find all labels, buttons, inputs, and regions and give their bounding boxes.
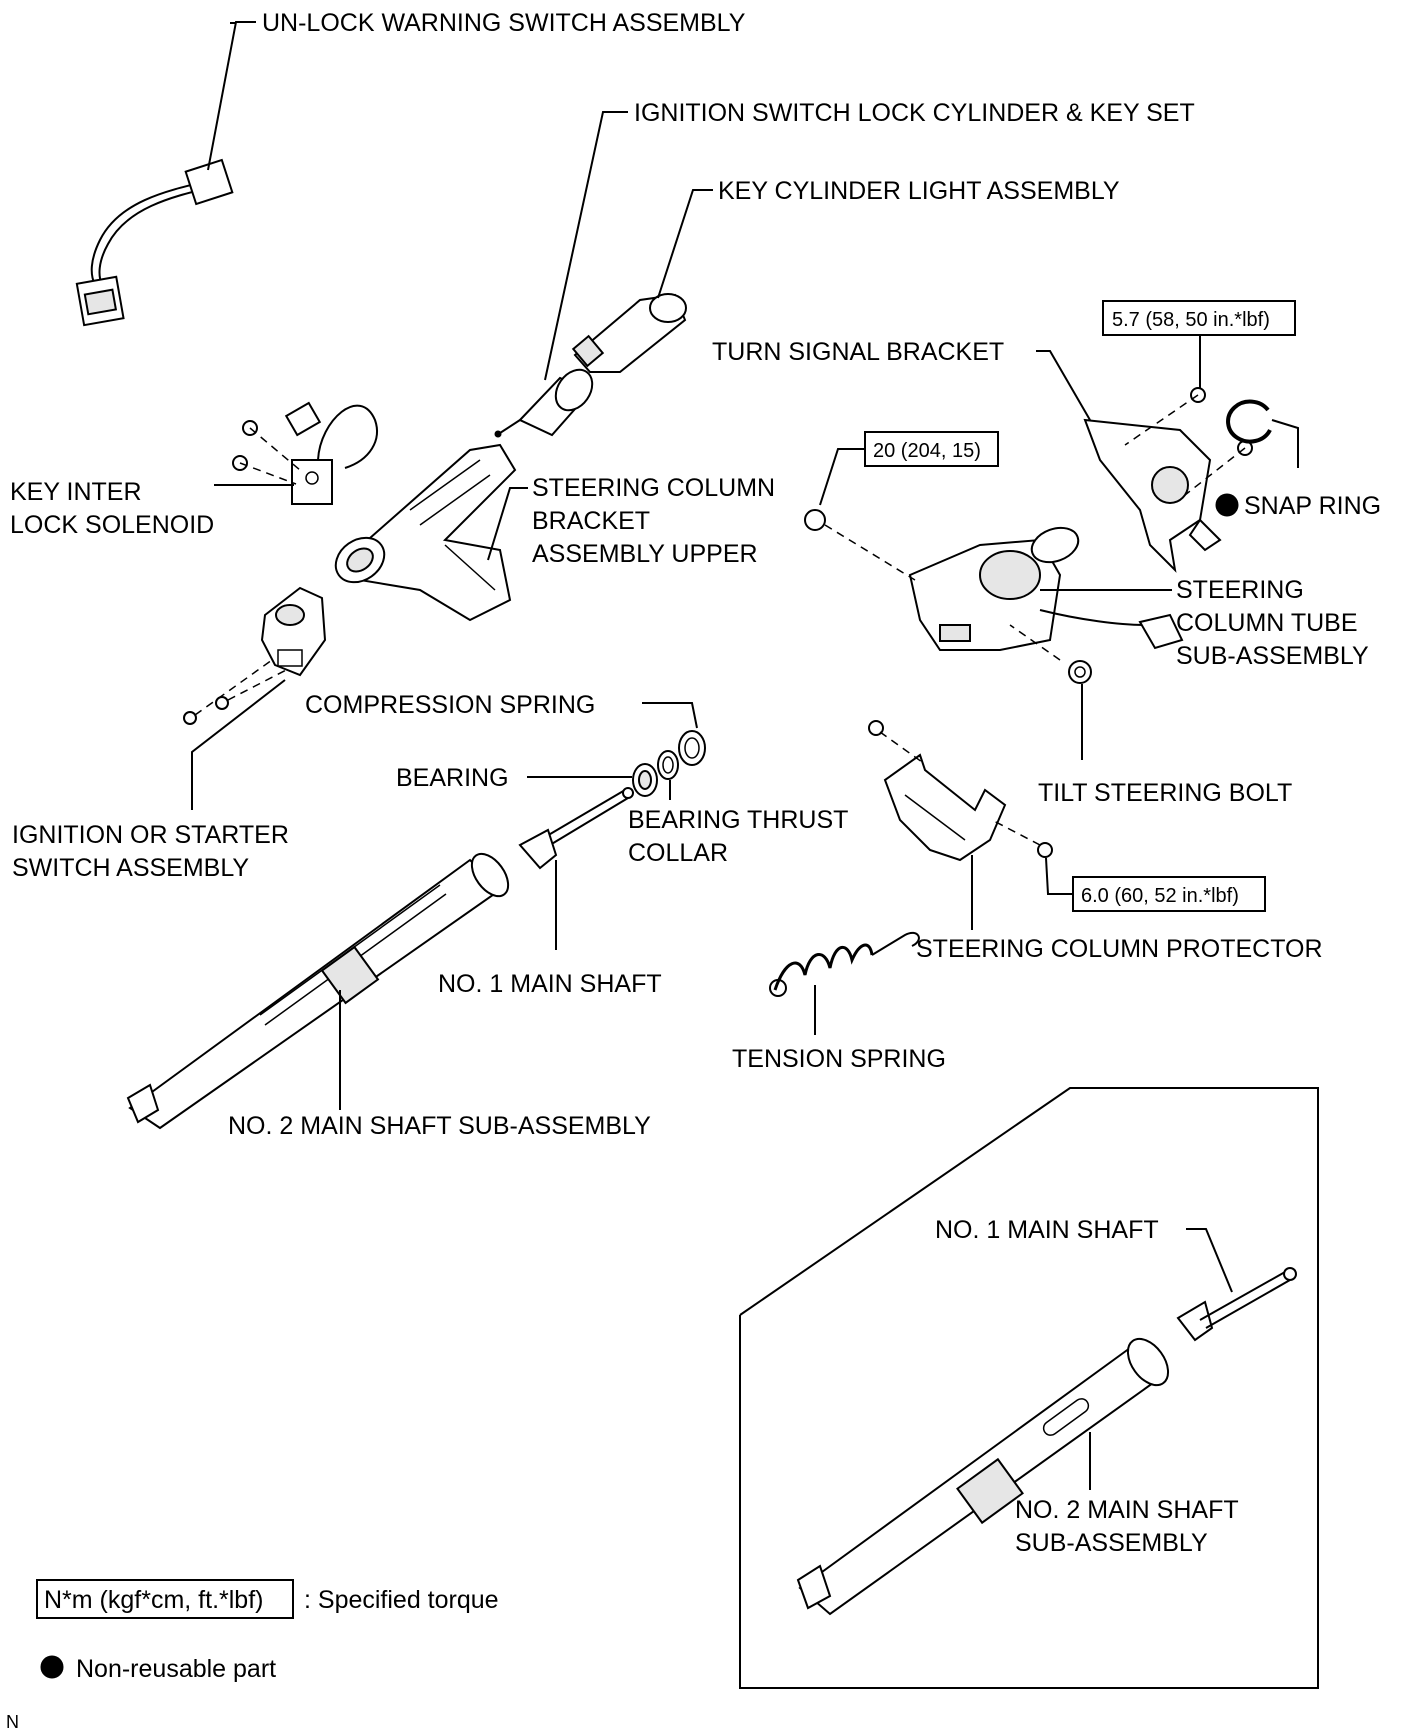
- leader-compression-spring: [642, 702, 698, 729]
- leader-inset-no1: [1186, 1228, 1233, 1293]
- label-no2-main-shaft: NO. 2 MAIN SHAFT SUB-ASSEMBLY: [228, 1112, 651, 1140]
- torque-protector: 6.0 (60, 52 in.*lbf): [1081, 885, 1239, 907]
- label-thrust-collar-1: BEARING THRUST: [628, 806, 848, 834]
- leader-lock-cylinder: [544, 111, 628, 381]
- corner-code: N: [6, 1712, 19, 1732]
- legend-torque-text: : Specified torque: [304, 1586, 499, 1614]
- inset-no1-main-shaft-part: [1176, 1267, 1297, 1342]
- label-inset-no2-1: NO. 2 MAIN SHAFT: [1015, 1496, 1239, 1524]
- unlock-warning-switch-part: [75, 158, 234, 327]
- leader-unlock-warning: [207, 21, 256, 171]
- inset-detail: NO. 1 MAIN SHAFT NO. 2 MAIN SHAFT SUB-AS…: [739, 1087, 1319, 1689]
- label-column-tube-3: SUB-ASSEMBLY: [1176, 642, 1369, 670]
- leader-turn-signal: [1036, 350, 1091, 421]
- bearing-part: [632, 763, 658, 797]
- label-bracket-upper-3: ASSEMBLY UPPER: [532, 540, 758, 568]
- legend-torque-box-text: N*m (kgf*cm, ft.*lbf): [44, 1586, 263, 1614]
- legend-nonreusable-dot: [40, 1655, 64, 1679]
- snap-ring-part: [1226, 399, 1272, 444]
- label-turn-signal-bracket: TURN SIGNAL BRACKET: [712, 338, 1004, 366]
- torque-column-tube: 20 (204, 15): [873, 440, 981, 462]
- column-bracket-upper-part: [334, 443, 517, 622]
- legend-torque-box: [36, 1579, 294, 1619]
- column-tube-bolt-part: [804, 509, 826, 531]
- ignition-lock-cylinder-part: [494, 368, 594, 438]
- label-key-cylinder-light: KEY CYLINDER LIGHT ASSEMBLY: [718, 177, 1120, 205]
- inset-no2-main-shaft-part: [796, 1337, 1170, 1616]
- tilt-steering-bolt-part: [1068, 660, 1092, 684]
- bearing-thrust-collar-part: [657, 750, 679, 780]
- no1-main-shaft-part: [518, 787, 634, 870]
- label-ignition-starter-2: SWITCH ASSEMBLY: [12, 854, 249, 882]
- inset-frame: [739, 1087, 1319, 1689]
- label-key-interlock-2: LOCK SOLENOID: [10, 511, 214, 539]
- label-ignition-lock-cylinder: IGNITION SWITCH LOCK CYLINDER & KEY SET: [634, 99, 1195, 127]
- label-unlock-warning-switch: UN-LOCK WARNING SWITCH ASSEMBLY: [262, 9, 746, 37]
- tension-spring-part: [769, 931, 920, 997]
- label-tension-spring: TENSION SPRING: [732, 1045, 946, 1073]
- label-key-interlock-1: KEY INTER: [10, 478, 142, 506]
- key-interlock-solenoid-part: [232, 401, 378, 505]
- label-bracket-upper-1: STEERING COLUMN: [532, 474, 775, 502]
- label-column-tube-1: STEERING: [1176, 576, 1304, 604]
- label-no1-main-shaft: NO. 1 MAIN SHAFT: [438, 970, 662, 998]
- label-compression-spring: COMPRESSION SPRING: [305, 691, 595, 719]
- key-cylinder-light-part: [571, 293, 687, 373]
- no2-main-shaft-part: [126, 852, 510, 1130]
- compression-spring-part: [678, 730, 706, 766]
- torque-turn-signal: 5.7 (58, 50 in.*lbf): [1112, 309, 1270, 331]
- label-bearing: BEARING: [396, 764, 509, 792]
- steering-column-protector-part: [868, 720, 1053, 862]
- legend: N*m (kgf*cm, ft.*lbf) : Specified torque…: [36, 1579, 499, 1683]
- label-thrust-collar-2: COLLAR: [628, 839, 728, 867]
- label-ignition-starter-1: IGNITION OR STARTER: [12, 821, 289, 849]
- label-column-protector: STEERING COLUMN PROTECTOR: [916, 935, 1323, 963]
- steering-column-tube-part: [908, 526, 1184, 651]
- leader-snap-ring: [1271, 419, 1299, 468]
- label-inset-no2-2: SUB-ASSEMBLY: [1015, 1529, 1208, 1557]
- leader-protector-bolt: [1045, 857, 1073, 895]
- label-column-tube-2: COLUMN TUBE: [1176, 609, 1358, 637]
- label-bracket-upper-2: BRACKET: [532, 507, 650, 535]
- label-snap-ring: SNAP RING: [1244, 492, 1381, 520]
- ignition-starter-switch-part: [183, 586, 327, 725]
- leader-key-cylinder-light: [657, 189, 713, 299]
- leader-ignition-starter: [191, 679, 286, 810]
- leader-column-tube-bolt: [819, 448, 865, 506]
- label-tilt-steering-bolt: TILT STEERING BOLT: [1038, 779, 1292, 807]
- turn-signal-bracket-part: [1083, 387, 1253, 573]
- snap-ring-nonreusable-dot: [1215, 493, 1239, 517]
- label-inset-no1-main-shaft: NO. 1 MAIN SHAFT: [935, 1216, 1159, 1244]
- legend-nonreusable-text: Non-reusable part: [76, 1655, 276, 1683]
- leader-bracket-upper: [487, 487, 528, 561]
